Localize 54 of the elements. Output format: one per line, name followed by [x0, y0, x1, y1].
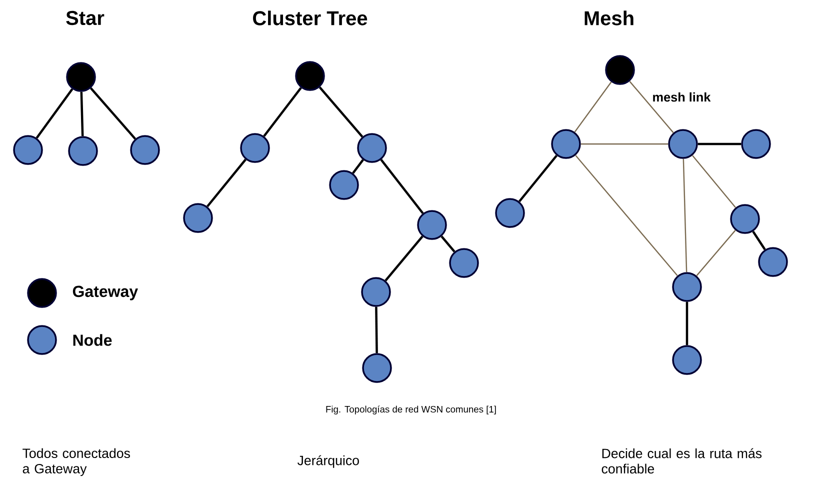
link-line — [380, 159, 424, 214]
gateway-circle — [295, 61, 325, 91]
link-line — [375, 306, 378, 354]
node-circle — [329, 170, 359, 200]
link-line — [752, 230, 766, 250]
link-line — [696, 230, 736, 276]
legend-label: Node — [73, 334, 112, 346]
link-line — [263, 87, 302, 137]
node-circle — [672, 272, 702, 302]
caption: Fig. Topologías de red WSN comunes [1] — [326, 406, 496, 414]
link-line — [90, 87, 136, 140]
node-circle — [362, 353, 392, 383]
link-line — [698, 142, 742, 146]
node-circle — [183, 203, 213, 233]
heading: Cluster Tree — [253, 10, 368, 26]
link-line — [682, 158, 688, 272]
heading: Star — [66, 10, 104, 26]
link-line — [629, 80, 674, 134]
link-line — [692, 155, 736, 208]
link-line — [36, 88, 74, 139]
node-circle — [361, 277, 391, 307]
node-circle — [357, 133, 387, 163]
node-circle — [240, 133, 270, 163]
note-text: Decide cual es la ruta más confiable — [602, 448, 762, 474]
note-text: Todos conectados a Gateway — [22, 448, 130, 476]
node-circle — [13, 135, 43, 165]
link-line — [518, 154, 558, 202]
gateway-circle — [605, 55, 635, 85]
link-line — [206, 158, 246, 208]
node-circle — [449, 248, 479, 278]
link-line — [80, 92, 84, 136]
node-circle — [68, 136, 98, 166]
node-circle — [730, 204, 760, 234]
link-line — [575, 154, 678, 276]
node-circle — [551, 129, 581, 159]
link-line — [580, 143, 668, 145]
link-line — [352, 159, 364, 174]
node-circle — [130, 135, 160, 165]
node-circle — [672, 345, 702, 375]
note-text: Jerárquico — [297, 455, 359, 468]
node-circle — [668, 129, 698, 159]
node-circle — [758, 247, 788, 277]
node-circle — [741, 129, 771, 159]
link-line — [440, 236, 456, 252]
gateway-circle — [66, 62, 96, 92]
link-line — [574, 82, 612, 132]
link-line — [318, 86, 364, 138]
heading: Mesh — [584, 10, 634, 26]
link-line — [384, 236, 424, 282]
legend-label: Gateway — [72, 286, 138, 300]
node-circle — [495, 198, 525, 228]
node-circle — [417, 210, 447, 240]
link-label: mesh link — [653, 92, 711, 102]
link-line — [686, 302, 688, 346]
